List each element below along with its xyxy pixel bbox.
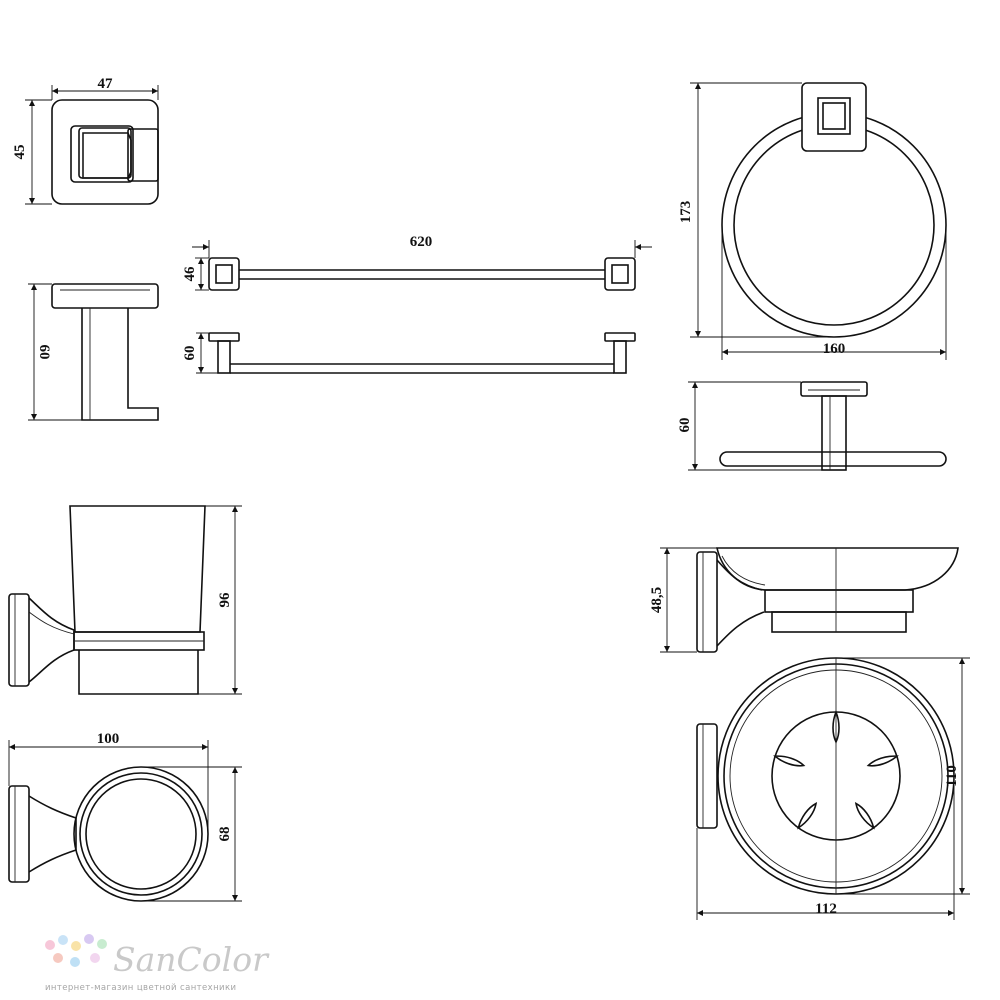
towel-ring-width-dimension: 160: [721, 225, 947, 360]
tumbler-width-label: 100: [97, 731, 120, 747]
towel-bar-height-label: 46: [182, 266, 198, 282]
towel-bar-depth-dimension: 60: [182, 332, 218, 374]
towel-bar-length-label: 620: [410, 234, 433, 250]
hook-depth-label: 60: [36, 345, 52, 360]
towel-ring-depth-dimension: 60: [677, 381, 822, 471]
tumbler-depth-label: 68: [217, 827, 233, 842]
logo-dot: [58, 935, 68, 945]
logo-tagline: интернет-магазин цветной сантехники: [45, 983, 236, 993]
sancolor-logo: SanColor интернет-магазин цветной сантех…: [45, 934, 270, 993]
hook-side-view: [51, 283, 159, 421]
hook-width-label: 47: [98, 76, 114, 92]
towel-ring-side-view: [719, 381, 947, 471]
logo-dot: [97, 939, 107, 949]
towel-bar-length-dimension: 620: [192, 234, 652, 258]
logo-dot: [70, 957, 80, 967]
tumbler-width-dimension: 100: [8, 731, 209, 834]
soap-dish-depth-dimension: 110: [836, 657, 970, 895]
soap-dish-drain-slots: [773, 709, 899, 830]
towel-ring-height-dimension: 173: [678, 82, 834, 338]
hook-height-label: 45: [12, 145, 28, 160]
towel-ring-depth-label: 60: [677, 418, 693, 433]
logo-brand-name: SanColor: [113, 940, 270, 979]
towel-bar-top-view: [208, 332, 636, 374]
tumbler-height-label: 96: [217, 592, 233, 608]
towel-ring-height-label: 173: [678, 201, 694, 224]
logo-dot: [90, 953, 100, 963]
soap-dish-top-view: [696, 657, 955, 895]
logo-dot: [71, 941, 81, 951]
hook-front-view: [51, 99, 159, 205]
soap-dish-width-dimension: 112: [696, 776, 955, 920]
towel-ring-front-view: [721, 82, 947, 338]
towel-bar-front-view: [208, 257, 636, 291]
hook-width-dimension: 47: [51, 76, 159, 100]
tumbler-height-dimension: 96: [198, 505, 242, 695]
tumbler-top-view: [8, 766, 209, 902]
hook-depth-dimension: 60: [28, 283, 82, 421]
towel-ring-width-label: 160: [823, 341, 846, 357]
soap-dish-height-label: 48,5: [649, 587, 665, 613]
towel-bar-height-dimension: 46: [182, 257, 209, 291]
logo-dots: [45, 934, 107, 967]
logo-dot: [84, 934, 94, 944]
soap-dish-height-dimension: 48,5: [649, 547, 717, 653]
soap-dish-width-label: 112: [815, 901, 837, 917]
towel-bar-depth-label: 60: [182, 346, 198, 361]
logo-dot: [53, 953, 63, 963]
soap-dish-side-view: [696, 547, 959, 653]
logo-dot: [45, 940, 55, 950]
tumbler-side-view: [8, 505, 206, 695]
soap-dish-depth-label: 110: [944, 765, 960, 787]
hook-height-dimension: 45: [12, 99, 52, 205]
tumbler-depth-dimension: 68: [141, 766, 242, 902]
